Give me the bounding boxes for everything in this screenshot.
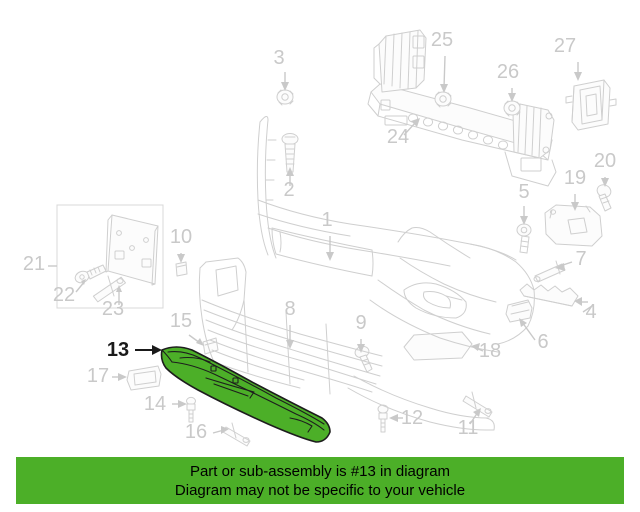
inset-panel-license-plate-bracket [48,204,164,309]
callout-label-14: 14 [144,393,166,415]
callout-label-22: 22 [53,284,75,306]
callout-label-10: 10 [170,226,192,248]
part-tow-hook-cover-18 [403,331,473,361]
callout-label-5: 5 [518,181,529,203]
callout-label-16: 16 [185,421,207,443]
part-screw-22 [74,264,107,284]
part-clip-nut-26 [503,100,521,117]
callout-label-4: 4 [585,301,596,323]
callout-label-3: 3 [273,47,284,69]
part-screw-9 [354,345,373,373]
part-retainer-6 [505,299,533,323]
callout-label-19: 19 [564,167,586,189]
leader-22-arrowhead [81,279,86,285]
part-retainer-17 [126,365,162,391]
callout-label-1: 1 [321,209,332,231]
part-rivet-16 [222,422,251,447]
banner-line-1: Part or sub-assembly is #13 in diagram [189,462,451,480]
part-crush-can-right [512,103,555,159]
part-screw-20 [596,184,612,212]
callout-label-6: 6 [537,331,548,353]
leader-23-arrowhead [116,285,122,292]
callout-label-20: 20 [594,150,616,172]
callout-label-23: 23 [102,298,124,320]
part-bracket-19 [544,204,603,247]
callout-label-2: 2 [283,179,294,201]
part-clip-nut-5 [516,223,532,254]
part-license-plate-bracket [105,214,159,286]
part-bolt-12 [377,404,389,433]
callout-label-8: 8 [284,298,295,320]
callout-label-21: 21 [23,253,45,275]
callout-label-26: 26 [497,61,519,83]
callout-label-13: 13 [107,339,129,361]
part-lower-grille-8 [198,257,383,395]
callout-label-9: 9 [355,312,366,334]
part-rivet-23 [92,275,127,303]
part-clip-nut-25 [434,91,452,108]
part-bolt-14 [186,396,196,423]
part-clip-nut-3 [276,89,294,106]
callout-label-25: 25 [431,29,453,51]
part-bracket-27 [565,79,617,131]
callout-label-17: 17 [87,365,109,387]
callout-label-15: 15 [170,310,192,332]
part-front-bumper-cover-1 [256,116,535,431]
part-rivet-7 [533,260,566,283]
callout-label-12: 12 [401,407,423,429]
part-rivet-11 [462,391,493,418]
callout-label-27: 27 [554,35,576,57]
callout-label-11: 11 [458,417,479,439]
banner-line-2: Diagram may not be specific to your vehi… [174,481,466,499]
callout-label-18: 18 [479,340,501,362]
highlighted-part-13 [160,346,331,443]
part-crush-can-left [373,29,427,93]
part-clip-10 [175,261,188,277]
callout-label-7: 7 [575,248,586,270]
callout-label-24: 24 [387,126,409,148]
diagram-note-banner: Part or sub-assembly is #13 in diagram D… [16,457,624,504]
part-screw-2 [281,133,299,173]
callout-labels: 1 2 3 4 5 6 7 8 9 10 11 12 13 14 15 16 1… [23,29,616,443]
callout-leaders [112,55,609,434]
part-grille-trim-4 [519,283,579,307]
